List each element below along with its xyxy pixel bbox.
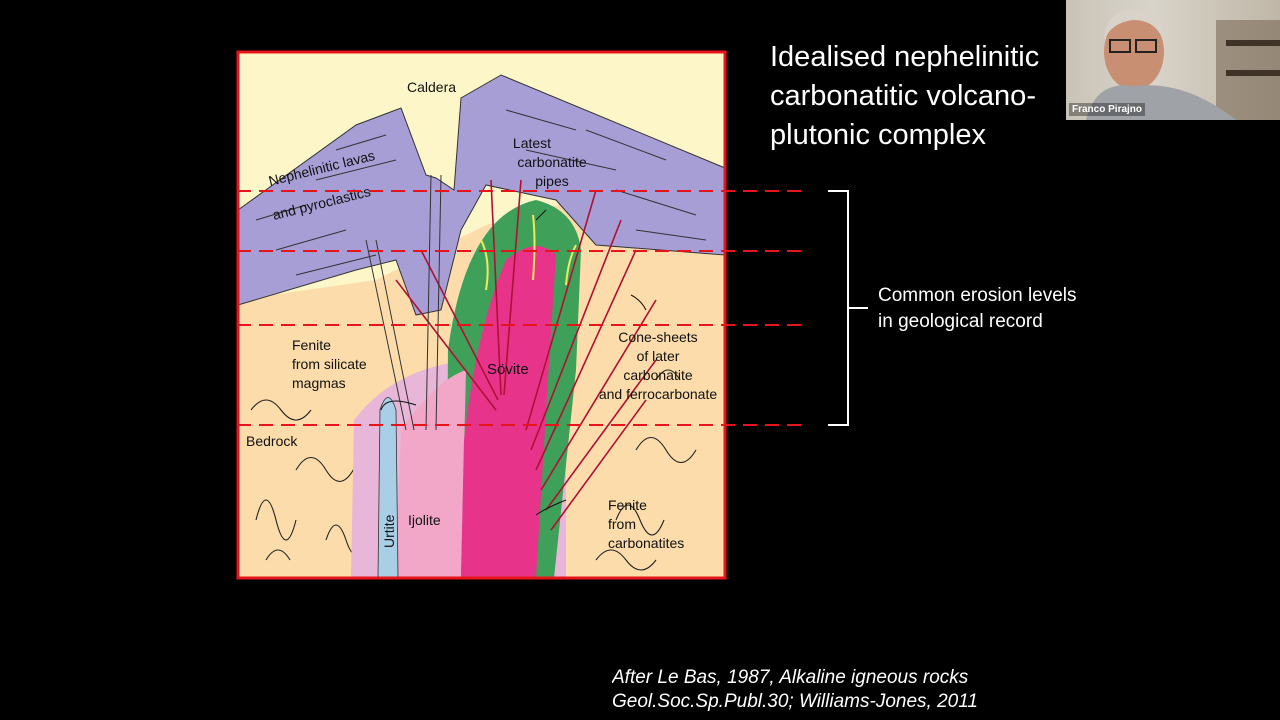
- citation-line-1: After Le Bas, 1987, Alkaline igneous roc…: [612, 666, 1072, 690]
- speaker-video: [1066, 0, 1280, 120]
- erosion-label-line-1: Common erosion levels: [878, 283, 1077, 309]
- erosion-bracket: [828, 191, 868, 425]
- participant-name-label: Franco Pirajno: [1069, 103, 1145, 116]
- title-line-2: carbonatitic volcano-: [770, 77, 1090, 116]
- webcam-tile[interactable]: Franco Pirajno: [1066, 0, 1280, 120]
- citation-line-2: Geol.Soc.Sp.Publ.30; Williams-Jones, 201…: [612, 690, 1072, 714]
- slide-title: Idealised nephelinitic carbonatitic volc…: [770, 38, 1090, 155]
- citation-text: After Le Bas, 1987, Alkaline igneous roc…: [612, 666, 1072, 720]
- erosion-levels-label: Common erosion levels in geological reco…: [878, 283, 1077, 335]
- title-line-1: Idealised nephelinitic: [770, 38, 1090, 77]
- erosion-label-line-2: in geological record: [878, 309, 1077, 335]
- title-line-3: plutonic complex: [770, 116, 1090, 155]
